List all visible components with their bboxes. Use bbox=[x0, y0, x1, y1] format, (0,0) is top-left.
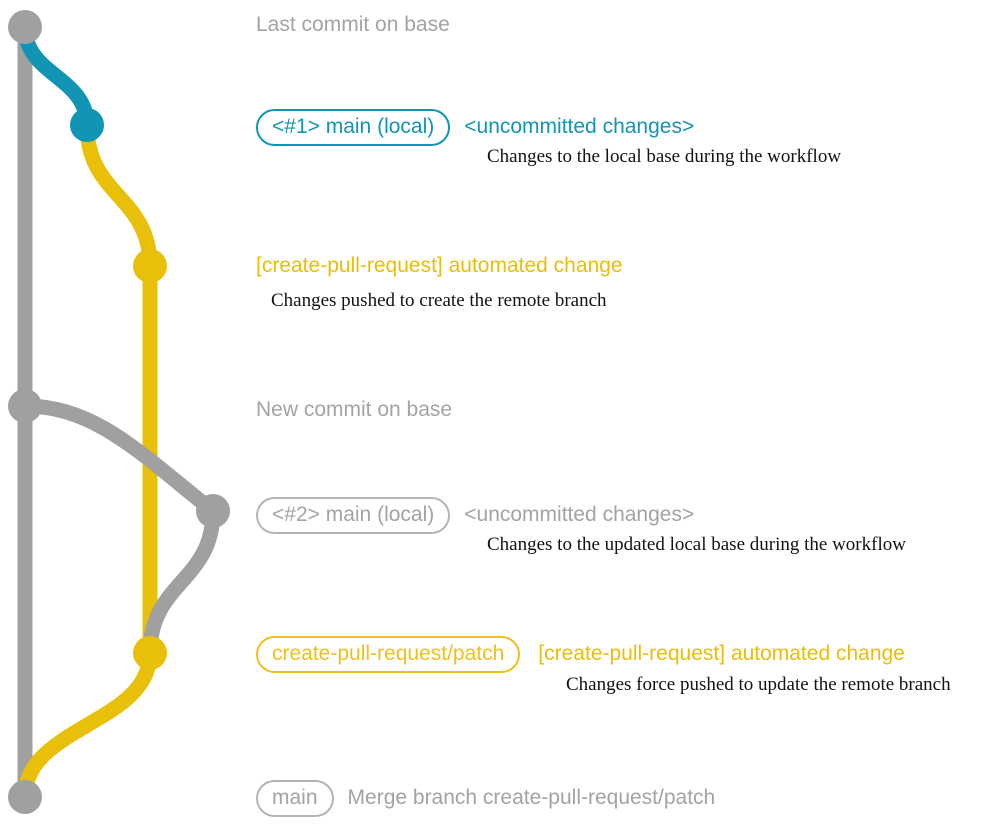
branch-pill-local-main-2[interactable]: <#2> main (local) bbox=[256, 497, 451, 534]
commit-node-local-main-2[interactable] bbox=[196, 494, 230, 528]
commit-node-new-commit-on-base[interactable] bbox=[8, 389, 42, 423]
commit-subject: [create-pull-request] automated change bbox=[256, 254, 623, 277]
commit-caption-automated-change-1: Changes pushed to create the remote bran… bbox=[271, 290, 607, 311]
commit-row-new-commit-on-base: New commit on base bbox=[256, 399, 452, 420]
commit-row-local-main-2: <#2> main (local) <uncommitted changes> bbox=[256, 497, 694, 534]
commit-row-automated-change-2: create-pull-request/patch [create-pull-r… bbox=[256, 636, 905, 673]
blue-branch-line bbox=[17, 19, 95, 133]
commit-row-automated-change-1: [create-pull-request] automated change bbox=[256, 255, 623, 276]
gray-branch-in-line bbox=[142, 503, 221, 661]
branch-pill-main[interactable]: main bbox=[256, 780, 334, 817]
commit-subject: Merge branch create-pull-request/patch bbox=[347, 786, 716, 809]
commit-node-automated-change-1[interactable] bbox=[133, 249, 167, 283]
yellow-merge-line bbox=[17, 645, 158, 805]
gray-branch-out-line bbox=[17, 398, 221, 519]
commit-node-last-commit-on-base[interactable] bbox=[8, 10, 42, 44]
commit-caption-local-main-2: Changes to the updated local base during… bbox=[487, 534, 906, 555]
commit-subject: [create-pull-request] automated change bbox=[538, 642, 905, 665]
commit-row-merge-commit: main Merge branch create-pull-request/pa… bbox=[256, 780, 715, 817]
commit-node-automated-change-2[interactable] bbox=[133, 636, 167, 670]
commit-subject: New commit on base bbox=[256, 398, 453, 421]
commit-row-local-main-1: <#1> main (local) <uncommitted changes> bbox=[256, 109, 694, 146]
commit-caption-local-main-1: Changes to the local base during the wor… bbox=[487, 146, 842, 167]
branch-pill-create-pull-request-patch[interactable]: create-pull-request/patch bbox=[256, 636, 521, 673]
commit-subject: <uncommitted changes> bbox=[464, 115, 695, 138]
yellow-branch-line-upper bbox=[79, 117, 158, 274]
commit-row-last-commit-on-base: Last commit on base bbox=[256, 14, 450, 35]
commit-caption-automated-change-2: Changes force pushed to update the remot… bbox=[566, 674, 951, 695]
commit-node-merge-commit[interactable] bbox=[8, 780, 42, 814]
branch-pill-local-main-1[interactable]: <#1> main (local) bbox=[256, 109, 451, 146]
commit-subject: Last commit on base bbox=[256, 13, 450, 36]
commit-subject: <uncommitted changes> bbox=[464, 503, 695, 526]
commit-node-local-main-1[interactable] bbox=[70, 108, 104, 142]
